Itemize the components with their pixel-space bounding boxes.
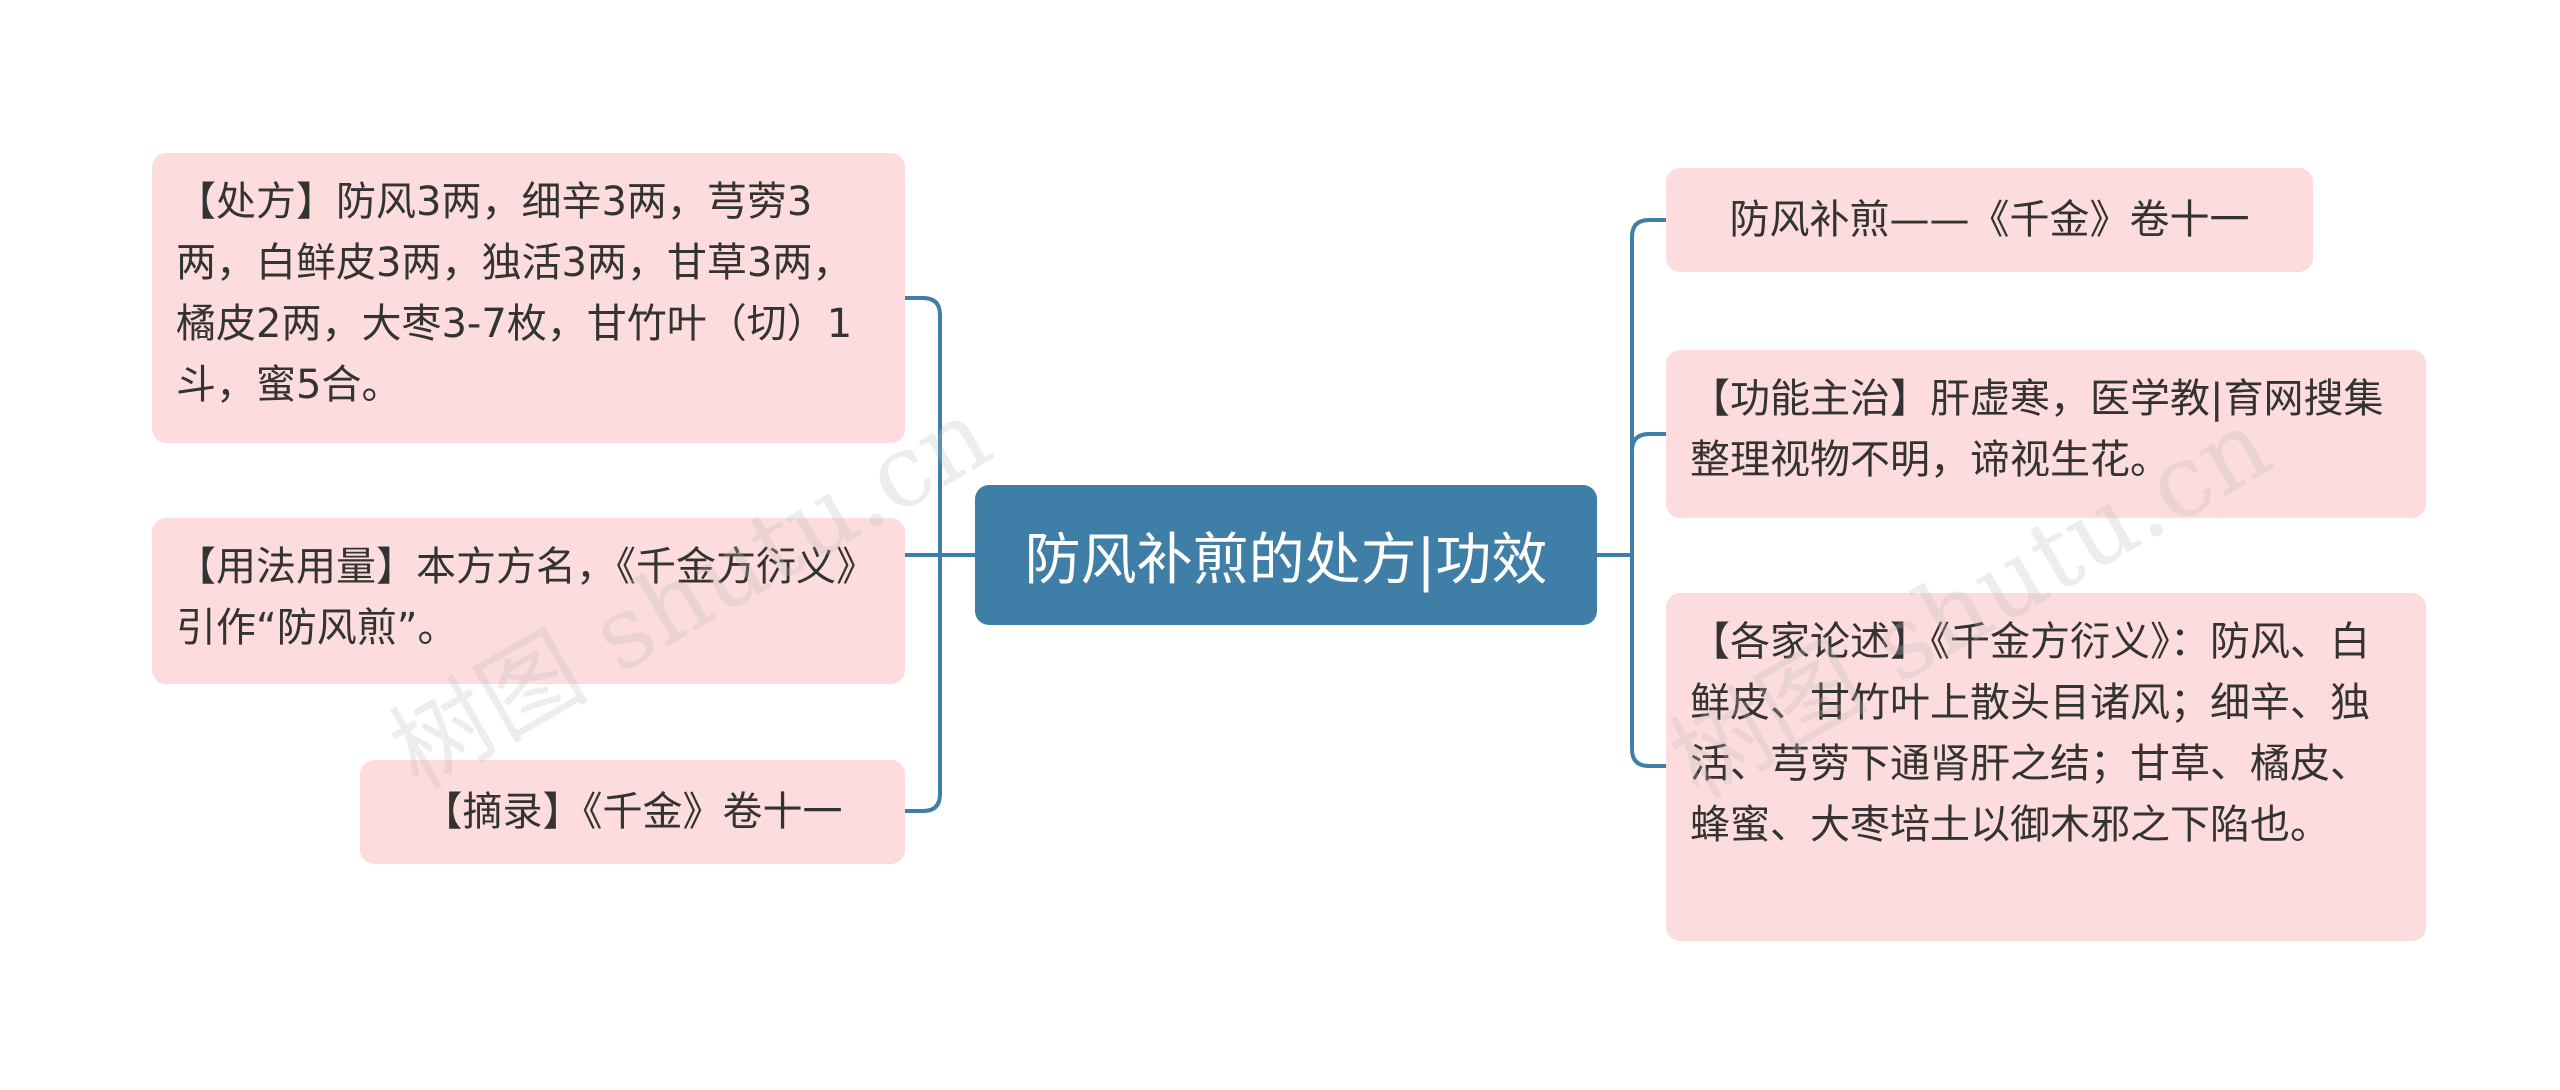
- connector-right-2: [1630, 432, 1668, 557]
- branch-node-excerpt[interactable]: 【摘录】《千金》卷十一: [360, 760, 905, 864]
- branch-node-title-source-text: 防风补煎——《千金》卷十一: [1729, 196, 2250, 243]
- connector-left-1: [903, 296, 942, 557]
- branch-node-usage-dosage[interactable]: 【用法用量】本方方名，《千金方衍义》引作“防风煎”。: [152, 518, 905, 684]
- central-topic[interactable]: 防风补煎的处方|功效: [975, 485, 1597, 625]
- branch-node-commentary[interactable]: 【各家论述】《千金方衍义》：防风、白鲜皮、甘竹叶上散头目诸风；细辛、独活、芎䓖下…: [1666, 593, 2426, 941]
- branch-node-prescription[interactable]: 【处方】防风3两，细辛3两，芎䓖3两，白鲜皮3两，独活3两，甘草3两，橘皮2两，…: [152, 153, 905, 443]
- branch-node-prescription-text: 【处方】防风3两，细辛3两，芎䓖3两，白鲜皮3两，独活3两，甘草3两，橘皮2两，…: [176, 179, 853, 408]
- branch-node-title-source[interactable]: 防风补煎——《千金》卷十一: [1666, 168, 2313, 272]
- connector-left-3: [903, 553, 942, 813]
- branch-node-indications-text: 【功能主治】肝虚寒，医学教|育网搜集整理视物不明，谛视生花。: [1690, 376, 2384, 483]
- connector-right-1: [1630, 218, 1668, 557]
- branch-node-commentary-text: 【各家论述】《千金方衍义》：防风、白鲜皮、甘竹叶上散头目诸风；细辛、独活、芎䓖下…: [1690, 619, 2370, 848]
- connector-right-3: [1630, 553, 1668, 768]
- branch-node-indications[interactable]: 【功能主治】肝虚寒，医学教|育网搜集整理视物不明，谛视生花。: [1666, 350, 2426, 518]
- branch-node-excerpt-text: 【摘录】《千金》卷十一: [422, 788, 843, 835]
- branch-node-usage-dosage-text: 【用法用量】本方方名，《千金方衍义》引作“防风煎”。: [176, 544, 876, 651]
- central-topic-label: 防风补煎的处方|功效: [1024, 527, 1548, 593]
